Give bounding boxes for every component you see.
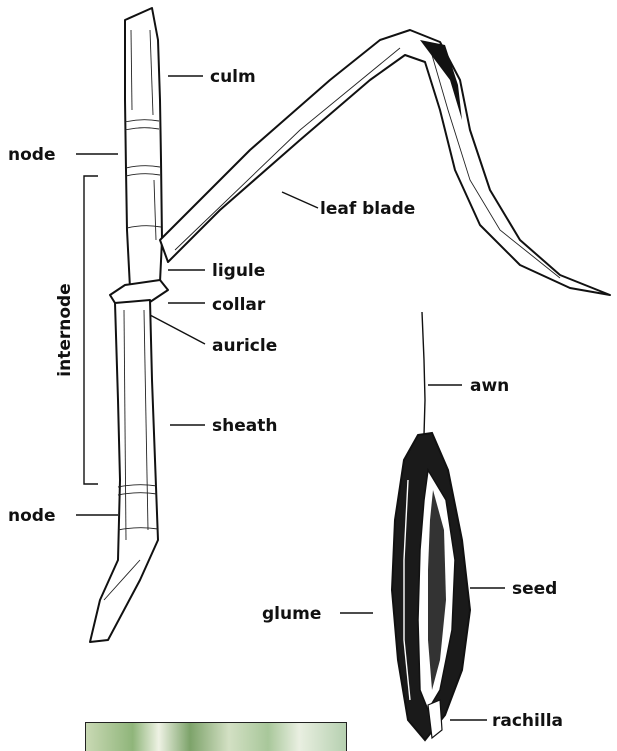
label-auricle: auricle [212,336,277,356]
label-seed: seed [512,579,557,599]
label-rachilla: rachilla [492,711,563,731]
label-glume: glume [262,604,321,624]
label-collar: collar [212,295,266,315]
label-internode: internode [55,283,75,376]
culm-shape [125,8,162,288]
label-node-bottom: node [8,506,55,526]
label-ligule: ligule [212,261,265,281]
cropped-photo [85,722,347,751]
label-culm: culm [210,67,256,87]
label-leaf-blade: leaf blade [320,199,415,219]
seed-illustration [392,312,470,740]
collar-shape [110,280,168,303]
label-node-top: node [8,145,55,165]
awn-shape [422,312,425,435]
label-sheath: sheath [212,416,277,436]
label-awn: awn [470,376,509,396]
